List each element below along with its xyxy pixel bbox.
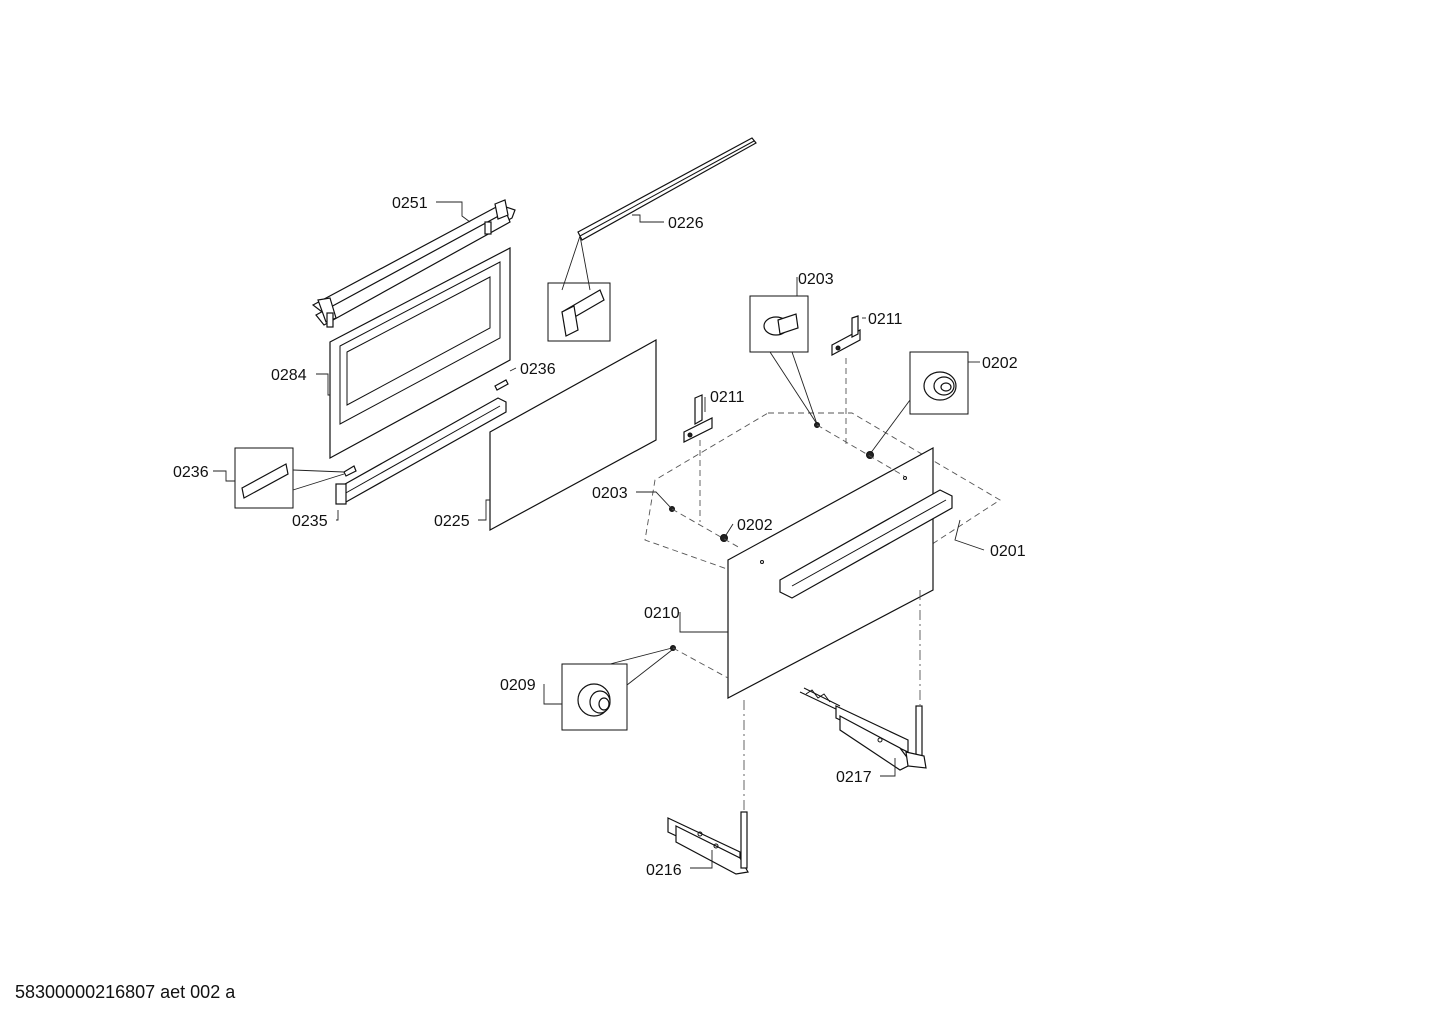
label-0202-mid: 0202 [737, 517, 773, 534]
detail-box-0236 [234, 447, 345, 509]
label-leaders [213, 201, 985, 869]
part-0284-inner-glass [329, 247, 511, 460]
label-0209: 0209 [500, 677, 536, 694]
detail-box-0202 [869, 351, 969, 455]
label-0211-mid: 0211 [710, 389, 745, 406]
detail-box-0203 [749, 295, 818, 425]
part-0211-plate-right [831, 315, 861, 357]
part-0226-seal-strip [577, 137, 757, 241]
detail-box-0209 [561, 645, 676, 731]
label-0216: 0216 [646, 862, 682, 879]
label-0210: 0210 [644, 605, 680, 622]
label-0203-mid: 0203 [592, 485, 628, 502]
part-0236-clip-upper [494, 379, 509, 391]
alignment-lines [671, 358, 921, 815]
label-0211-top: 0211 [868, 311, 903, 328]
label-0225: 0225 [434, 513, 470, 530]
part-0225-glass-panel [489, 338, 657, 532]
label-0202-top: 0202 [982, 355, 1018, 372]
label-0235: 0235 [292, 513, 328, 530]
part-0251-top-rail [311, 199, 516, 328]
label-0217: 0217 [836, 769, 872, 786]
part-0217-hinge-right [799, 687, 927, 771]
label-0226: 0226 [668, 215, 704, 232]
drawing-id: 58300000216807 aet 002 a [15, 982, 236, 1002]
part-0236-clip-lower [343, 465, 357, 477]
part-0235-bottom-profile [335, 397, 507, 505]
detail-box-0226 [547, 235, 611, 342]
part-0211-plate-left [683, 394, 713, 443]
label-0203-top: 0203 [798, 271, 834, 288]
label-0201: 0201 [990, 543, 1026, 560]
label-0251: 0251 [392, 195, 428, 212]
part-labels: 0251 0226 0203 0211 0202 0284 0236 0211 … [173, 195, 1026, 879]
label-0236-right: 0236 [520, 361, 556, 378]
label-0236-left: 0236 [173, 464, 209, 481]
label-0284: 0284 [271, 367, 307, 384]
part-0210-door-panel [727, 446, 953, 699]
